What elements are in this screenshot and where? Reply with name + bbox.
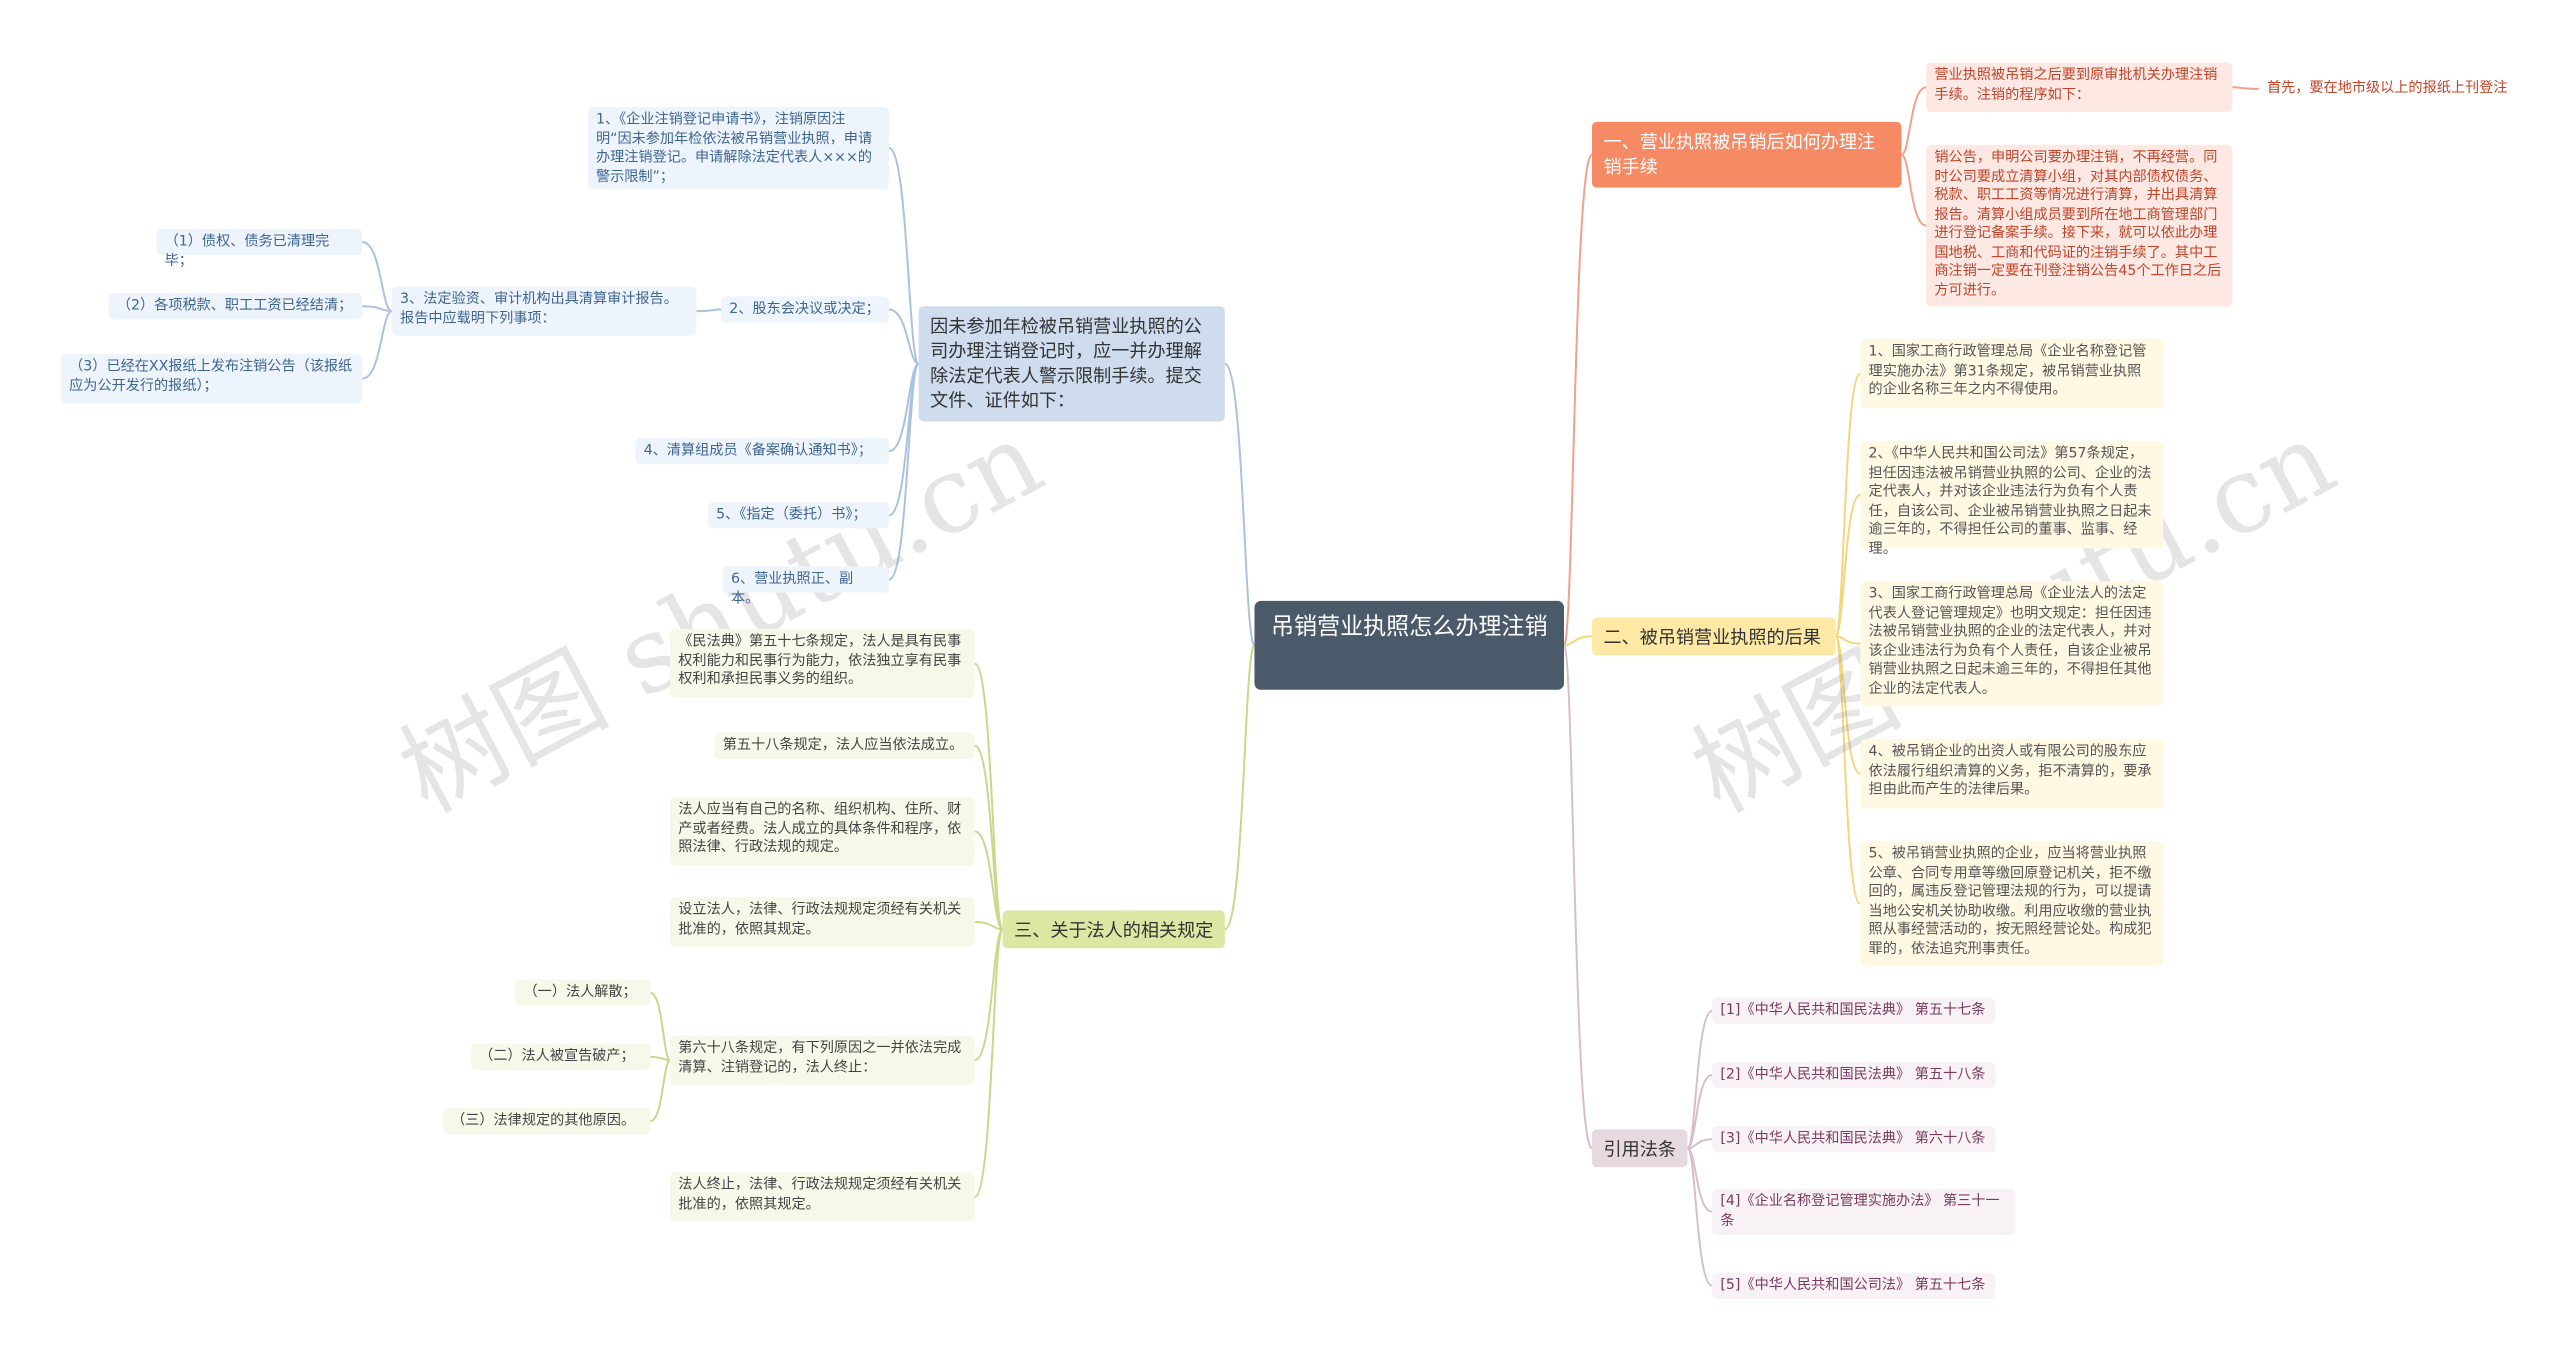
connector-line — [1687, 1138, 1713, 1150]
list-item[interactable]: 6、营业执照正、副本。 — [722, 566, 890, 607]
list-item[interactable]: 《民法典》第五十七条规定，法人是具有民事权利能力和民事行为能力，依法独立享有民事… — [670, 628, 975, 699]
connector-line — [1563, 635, 1592, 647]
list-item[interactable]: （1）债权、债务已清理完毕； — [156, 228, 363, 269]
branch-label: 一、营业执照被吊销后如何办理注销手续 — [1603, 131, 1876, 178]
citation-item[interactable]: [2]《中华人民共和国民法典》 第五十八条 — [1712, 1061, 1996, 1089]
branch-cancellation-procedure[interactable]: 一、营业执照被吊销后如何办理注销手续 — [1591, 121, 1902, 188]
connector-line — [1834, 635, 1862, 905]
connector-line — [361, 310, 393, 380]
connector-line — [1686, 1147, 1713, 1287]
list-item[interactable]: 设立法人，法律、行政法规规定须经有关机关批准的，依照其规定。 — [670, 897, 975, 947]
branch-label: 因未参加年检被吊销营业执照的公司办理注销登记时，应一并办理解除法定代表人警示限制… — [930, 316, 1202, 412]
connector-line — [1834, 372, 1862, 638]
connector-line — [650, 1055, 671, 1062]
branch-legal-person[interactable]: 三、关于法人的相关规定 — [1002, 910, 1225, 949]
connector-line — [696, 308, 722, 313]
list-item[interactable]: （三）法律规定的其他原因。 — [442, 1107, 651, 1135]
list-item[interactable]: 第五十八条规定，法人应当依法成立。 — [714, 732, 975, 759]
connector-line — [1834, 493, 1861, 638]
branch-cited-laws[interactable]: 引用法条 — [1591, 1129, 1688, 1168]
citation-item[interactable]: [4]《企业名称登记管理实施办法》 第三十一条 — [1712, 1188, 2016, 1235]
connector-line — [362, 305, 392, 313]
connector-line — [1223, 362, 1256, 647]
list-item[interactable]: 3、国家工商行政管理总局《企业法人的法定代表人登记管理规定》也明文规定：担任因违… — [1860, 581, 2164, 707]
list-item[interactable]: 首先，要在地市级以上的报纸上刊登注 — [2266, 80, 2508, 98]
connector-line — [649, 1059, 672, 1123]
list-item[interactable]: 5、《指定（委托）书》； — [707, 502, 890, 529]
branch-label: 三、关于法人的相关规定 — [1014, 920, 1214, 942]
list-item[interactable]: 1、国家工商行政管理总局《企业名称登记管理实施办法》第31条规定，被吊销营业执照… — [1860, 339, 2164, 409]
citation-item[interactable]: [1]《中华人民共和国民法典》 第五十七条 — [1712, 997, 1996, 1024]
connector-line — [361, 241, 393, 313]
list-item[interactable]: （2）各项税款、职工工资已经结清； — [108, 293, 363, 320]
connector-line — [1900, 153, 1927, 227]
connector-line — [1835, 635, 1861, 645]
list-item[interactable]: 5、被吊销营业执照的企业，应当将营业执照公章、合同专用章等缴回原登记机关，拒不缴… — [1860, 841, 2164, 967]
list-item[interactable]: 2、股东会决议或决定； — [721, 296, 890, 323]
list-item[interactable]: 4、被吊销企业的出资人或有限公司的股东应依法履行组织清算的义务，拒不清算的，要承… — [1860, 739, 2164, 809]
connector-line — [1686, 1009, 1713, 1150]
list-item[interactable]: 销公告，申明公司要办理注销，不再经营。同时公司要成立清算小组，对其内部债权债务、… — [1926, 144, 2233, 307]
connector-line — [2232, 86, 2259, 90]
citation-item[interactable]: [5]《中华人民共和国公司法》 第五十七条 — [1712, 1272, 1996, 1299]
list-item[interactable]: 4、清算组成员《备案确认通知书》； — [635, 437, 890, 465]
connector-line — [974, 830, 1004, 931]
connector-line — [649, 991, 672, 1062]
root-topic[interactable]: 吊销营业执照怎么办理注销 — [1254, 600, 1564, 690]
list-item[interactable]: （二）法人被宣告破产； — [470, 1043, 651, 1071]
connector-line — [1563, 644, 1593, 1150]
branch-label: 引用法条 — [1603, 1139, 1676, 1161]
audit-report-item[interactable]: 3、法定验资、审计机构出具清算审计报告。报告中应载明下列事项： — [391, 286, 697, 336]
branch-label: 二、被吊销营业执照的后果 — [1603, 627, 1821, 649]
list-item[interactable]: （3）已经在XX报纸上发布注销公告（该报纸应为公开发行的报纸）； — [60, 353, 363, 404]
list-item[interactable]: 1、《企业注销登记申请书》，注销原因注明“因未参加年检依法被吊销营业执照，申请办… — [587, 107, 890, 190]
connector-line — [1686, 1074, 1713, 1150]
termination-item[interactable]: 第六十八条规定，有下列原因之一并依法完成清算、注销登记的，法人终止： — [670, 1035, 975, 1085]
list-item[interactable]: （一）法人解散； — [515, 979, 651, 1006]
branch-consequences[interactable]: 二、被吊销营业执照的后果 — [1591, 617, 1836, 656]
list-item[interactable]: 法人终止，法律、行政法规规定须经有关机关批准的，依照其规定。 — [670, 1172, 975, 1222]
connector-line — [1563, 153, 1593, 647]
connector-line — [888, 362, 920, 581]
citation-item[interactable]: [3]《中华人民共和国民法典》 第六十八条 — [1712, 1126, 1996, 1153]
connector-line — [888, 147, 920, 365]
connector-line — [888, 308, 920, 365]
branch-documents[interactable]: 因未参加年检被吊销营业执照的公司办理注销登记时，应一并办理解除法定代表人警示限制… — [918, 306, 1225, 422]
connector-line — [973, 928, 1004, 1198]
list-item[interactable]: 营业执照被吊销之后要到原审批机关办理注销手续。注销的程序如下： — [1926, 62, 2233, 112]
connector-line — [1223, 644, 1256, 931]
connector-line — [974, 920, 1003, 931]
list-item[interactable]: 法人应当有自己的名称、组织机构、住所、财产或者经费。法人成立的具体条件和程序，依… — [670, 796, 975, 866]
list-item[interactable]: 2、《中华人民共和国公司法》第57条规定，担任因违法被吊销营业执照的公司、企业的… — [1860, 441, 2164, 557]
connector-line — [1900, 86, 1927, 156]
